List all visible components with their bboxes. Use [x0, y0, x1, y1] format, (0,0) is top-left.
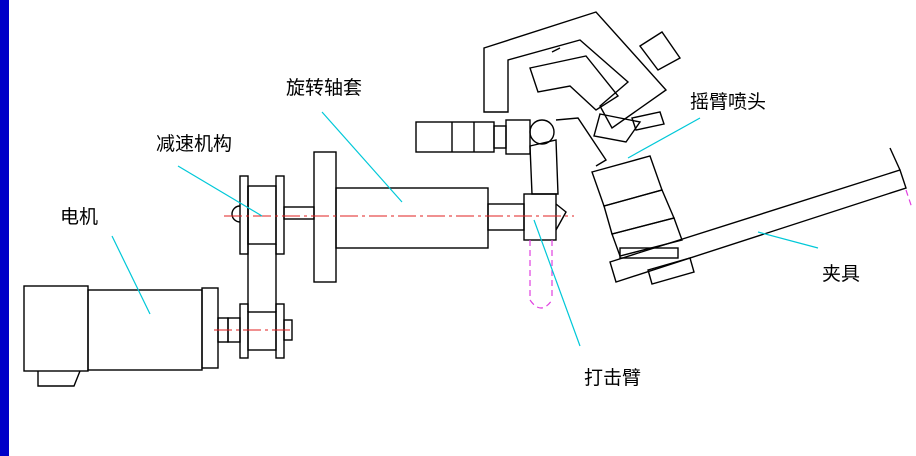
- impact-arm-hidden: [529, 189, 913, 309]
- clamp: [609, 147, 907, 285]
- leader-reducer: [177, 165, 263, 217]
- leader-lines: [111, 111, 819, 347]
- label-impact-arm: 打击臂: [584, 367, 641, 389]
- leader-clamp: [757, 231, 819, 249]
- leader-motor: [111, 235, 151, 315]
- label-rotary-sleeve: 旋转轴套: [286, 77, 362, 99]
- centerlines: [214, 215, 574, 331]
- motor: [23, 285, 229, 387]
- rocker-nozzle: [415, 11, 683, 257]
- label-reducer: 减速机构: [156, 133, 232, 155]
- rotary-sleeve: [313, 151, 567, 283]
- left-edge-bar: [0, 0, 9, 456]
- leader-rotary-sleeve: [321, 111, 403, 203]
- label-rocker-nozzle: 摇臂喷头: [690, 91, 766, 113]
- leader-impact-arm: [533, 219, 581, 347]
- label-motor: 电机: [60, 206, 98, 228]
- label-clamp: 夹具: [822, 263, 860, 285]
- leader-rocker-nozzle: [627, 117, 701, 159]
